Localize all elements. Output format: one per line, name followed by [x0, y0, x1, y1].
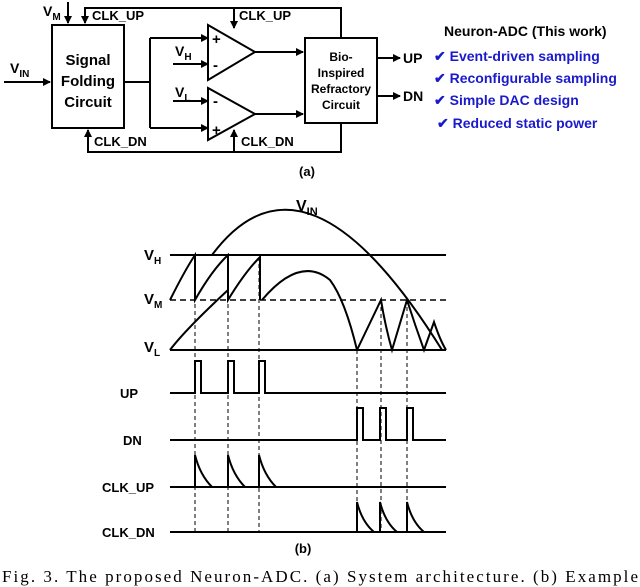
refractory-label-4: Circuit — [322, 98, 360, 112]
feature-item: ✔ Simple DAC design — [434, 92, 579, 108]
refractory-label-1: Bio- — [329, 50, 352, 64]
folded-signal-lower — [169, 289, 447, 354]
clk-up-feedback-line — [81, 7, 342, 38]
signal-folding-label-3: Circuit — [64, 94, 112, 111]
refractory-label-3: Refractory — [311, 82, 371, 96]
up-trace — [170, 360, 446, 394]
feature-item: ✔ Reconfigurable sampling — [434, 70, 617, 86]
refractory-label-2: Inspired — [318, 66, 365, 80]
architecture-panel: Signal Folding Circuit Bio- Inspired Ref… — [4, 2, 617, 179]
clk-dn-trace — [170, 501, 446, 533]
clk-up-trace-label: CLK_UP — [102, 480, 154, 495]
vin-input-label: VIN — [10, 60, 29, 80]
panel-a-label: (a) — [299, 164, 315, 179]
feature-item: ✔ Event-driven sampling — [434, 48, 600, 64]
clk-up-label-right: CLK_UP — [239, 8, 291, 23]
upper-comparator-minus: - — [213, 57, 218, 74]
dn-trace-label: DN — [123, 433, 142, 448]
dn-trace — [170, 407, 446, 441]
vm-level-label: VM — [144, 291, 162, 311]
clk-up-label-left: CLK_UP — [92, 8, 144, 23]
figure-caption: Fig. 3. The proposed Neuron-ADC. (a) Sys… — [2, 567, 638, 586]
upper-comparator-plus: + — [212, 31, 221, 48]
clk-dn-trace-label: CLK_DN — [102, 525, 155, 540]
signal-folding-label-1: Signal — [65, 52, 110, 69]
vl-level-label: VL — [144, 339, 160, 359]
feature-item: ✔ Reduced static power — [437, 115, 598, 131]
clk-up-trace — [170, 454, 446, 488]
lower-comparator-minus: - — [213, 93, 218, 110]
clk-dn-label-left: CLK_DN — [94, 134, 147, 149]
clk-dn-feedback-line — [84, 123, 342, 153]
up-trace-label: UP — [120, 386, 138, 401]
vl-input-label: VL — [175, 84, 190, 104]
signal-folding-label-2: Folding — [61, 73, 115, 90]
clk-dn-label-right: CLK_DN — [241, 134, 294, 149]
time-markers — [194, 255, 408, 532]
folded-signal-upper — [169, 251, 261, 304]
lower-comparator-plus: + — [212, 122, 221, 139]
vin-waveform-label: VIN — [296, 198, 318, 218]
upper-comparator — [207, 23, 257, 82]
lower-comparator — [207, 86, 258, 142]
signal-folding-block — [51, 24, 125, 129]
dn-output-label: DN — [403, 88, 423, 104]
folded-signal-hump — [261, 270, 358, 351]
features-title: Neuron-ADC (This work) — [444, 23, 607, 39]
panel-b-label: (b) — [295, 541, 312, 556]
timing-panel: VIN VH VM VL UP DN CLK_UP CLK_DN — [102, 198, 447, 556]
up-output-label: UP — [403, 50, 422, 66]
vh-level-label: VH — [144, 247, 161, 267]
vm-input-label: VM — [43, 3, 61, 23]
vh-input-label: VH — [175, 43, 192, 63]
refractory-block — [304, 37, 378, 124]
